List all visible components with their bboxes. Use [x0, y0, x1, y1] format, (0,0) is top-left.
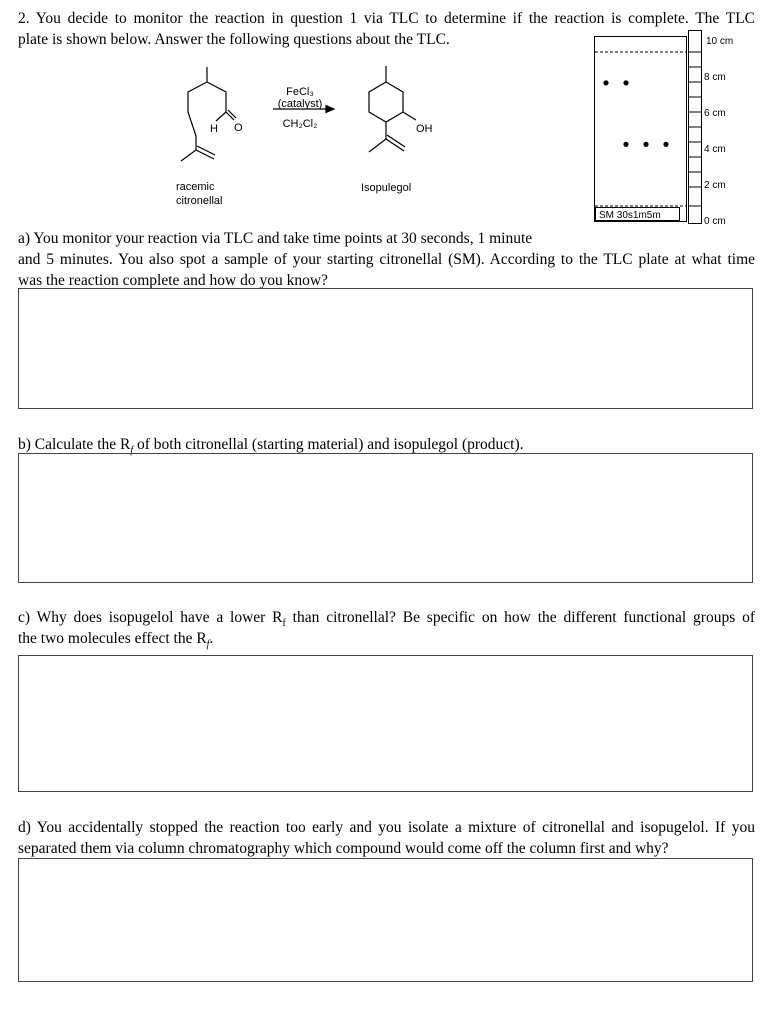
ruler-label-0cm: 0 cm — [704, 216, 726, 227]
part-b-question: b) Calculate the Rf of both citronellal … — [18, 434, 524, 461]
answer-box-c[interactable] — [18, 655, 753, 792]
question-intro-line2: plate is shown below. Answer the followi… — [18, 31, 450, 48]
reagent-catalyst: (catalyst) — [278, 98, 323, 110]
hydroxyl-label: OH — [416, 123, 433, 135]
tlc-spot — [663, 141, 669, 147]
part-b-text-after: of both citronellal (starting material) … — [133, 436, 524, 453]
part-b-text-before: b) Calculate the R — [18, 436, 131, 453]
tlc-spot — [603, 80, 609, 86]
part-c-line2: the two molecules effect the Rf. — [18, 628, 213, 655]
part-b-subscript: f — [130, 445, 134, 457]
tlc-plate — [594, 36, 687, 222]
product-name: Isopulegol — [361, 182, 411, 194]
solvent-label: CH₂Cl₂ — [283, 118, 318, 130]
lane-label-box — [595, 207, 680, 221]
answer-box-a[interactable] — [18, 288, 753, 409]
part-a-line2: and 5 minutes. You also spot a sample of… — [18, 251, 755, 268]
reaction-scheme: H O FeCl₃ (catalyst) CH₂Cl₂ OH racemic c… — [176, 66, 433, 207]
part-a-line3: was the reaction complete and how do you… — [18, 272, 328, 289]
tlc-lane-labels: SM 30s1m5m — [599, 210, 661, 221]
part-c-line1-after: than citronellal? Be specific on how the… — [285, 609, 755, 626]
ruler-label-4cm: 4 cm — [704, 144, 726, 155]
answer-box-d[interactable] — [18, 858, 753, 982]
part-c-line2-before: the two molecules effect the R — [18, 630, 207, 647]
starting-material-name-line2: citronellal — [176, 195, 222, 207]
part-c-line2-subscript: f — [206, 639, 210, 651]
part-d-line1: d) You accidentally stopped the reaction… — [18, 819, 755, 836]
part-c-line1-subscript: f — [282, 618, 286, 630]
hydrogen-label: H — [210, 123, 218, 135]
starting-material-name-line1: racemic — [176, 181, 215, 193]
ruler-ticks — [688, 51, 701, 207]
question-intro-line1: 2. You decide to monitor the reaction in… — [18, 10, 755, 27]
part-d-line2: separated them via column chromatography… — [18, 840, 669, 857]
tlc-spot — [623, 80, 629, 86]
part-c-line1: c) Why does isopugelol have a lower Rf t… — [18, 607, 755, 634]
ruler-label-6cm: 6 cm — [704, 108, 726, 119]
part-a-line1: a) You monitor your reaction via TLC and… — [18, 230, 533, 247]
tlc-spot — [643, 141, 649, 147]
ruler-label-2cm: 2 cm — [704, 180, 726, 191]
tlc-spot — [623, 141, 629, 147]
part-c-line2-after: . — [209, 630, 214, 647]
part-c-line1-before: c) Why does isopugelol have a lower R — [18, 609, 283, 626]
reagent-fecl3: FeCl₃ — [286, 86, 314, 98]
ruler-label-10cm: 10 cm — [706, 36, 733, 47]
answer-box-b[interactable] — [18, 453, 753, 583]
oxygen-label: O — [234, 122, 243, 134]
ruler-label-8cm: 8 cm — [704, 72, 726, 83]
tlc-figure: SM 30s1m5m 10 cm 8 cm 6 cm 4 cm 2 cm 0 c… — [594, 30, 733, 227]
